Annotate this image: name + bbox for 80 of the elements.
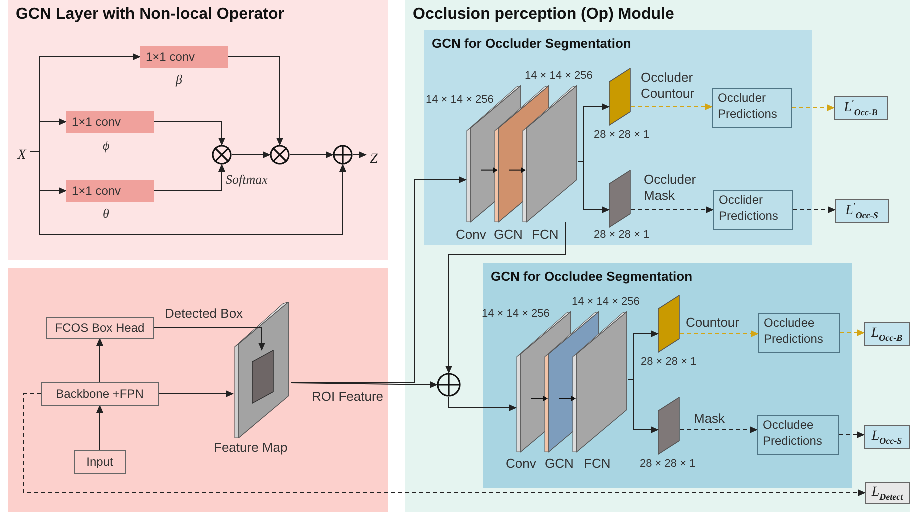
variable-label: X xyxy=(14,142,30,164)
size-label: 28 × 28 × 1 xyxy=(640,458,696,470)
arrow xyxy=(792,104,835,112)
layer-label: 14 × 14 × 256 xyxy=(525,70,593,82)
edge-label: Occluder Mask xyxy=(644,172,698,204)
loss-box: L$_{Detect}$ xyxy=(865,482,910,504)
panel-title: Occlusion perception (Op) Module xyxy=(413,6,674,24)
size-label: 28 × 28 × 1 xyxy=(594,129,650,141)
arrow xyxy=(630,104,713,110)
variable-label: β xyxy=(176,72,182,88)
arrow xyxy=(24,394,866,496)
mask-map xyxy=(609,68,631,126)
arrow xyxy=(448,396,517,412)
layer-label: GCN xyxy=(545,456,574,471)
variable-label: ϕ xyxy=(103,138,110,154)
prediction-box: Occludee Predictions xyxy=(758,313,840,353)
size-label: 28 × 28 × 1 xyxy=(594,229,650,241)
panel xyxy=(8,268,388,512)
layer-label: 14 × 14 × 256 xyxy=(482,308,550,320)
edge-label: Detected Box xyxy=(165,306,244,322)
mask-map xyxy=(658,295,680,353)
layer-label: 14 × 14 × 256 xyxy=(426,94,494,106)
panel-title: GCN for Occludee Segmentation xyxy=(491,269,693,284)
panel xyxy=(483,263,852,488)
size-label: 28 × 28 × 1 xyxy=(641,356,697,368)
panel-title: GCN for Occluder Segmentation xyxy=(432,36,632,51)
layer-label: GCN xyxy=(494,227,523,242)
panel xyxy=(8,0,388,260)
arrow xyxy=(446,222,566,374)
variable-label: θ xyxy=(103,206,110,222)
layer-label: Conv xyxy=(456,227,486,242)
arrow xyxy=(840,330,865,336)
process-box: Input xyxy=(74,450,126,474)
arrow xyxy=(232,152,271,158)
arrow xyxy=(96,405,104,450)
arrow xyxy=(680,426,758,434)
arrow xyxy=(352,152,367,158)
conv-block: 1×1 conv xyxy=(66,180,154,202)
arrow xyxy=(158,390,234,398)
variable-label: Z xyxy=(366,146,382,168)
arrow xyxy=(96,338,104,382)
layer-label: FCN xyxy=(584,456,611,471)
loss-box: L$_{Occ-B}$ xyxy=(864,322,910,346)
layer-label: 14 × 14 × 256 xyxy=(572,296,640,308)
function-label: Softmax xyxy=(226,172,268,188)
arrow xyxy=(154,164,226,192)
arrow xyxy=(290,152,334,158)
layer-stack-drawing xyxy=(466,86,578,222)
arrow xyxy=(792,206,836,214)
layer-label: FCN xyxy=(532,227,559,242)
arrow xyxy=(680,330,759,338)
conv-block: 1×1 conv xyxy=(140,46,228,68)
conv-block: 1×1 conv xyxy=(66,111,154,133)
arrow xyxy=(30,152,346,236)
process-box: Backbone +FPN xyxy=(41,382,159,406)
roi-region xyxy=(252,350,274,404)
panel xyxy=(405,0,910,512)
mask-map xyxy=(658,397,680,455)
arrow xyxy=(290,176,467,384)
prediction-box: Occludee Predictions xyxy=(757,415,839,455)
process-box: FCOS Box Head xyxy=(46,317,154,339)
mask-map xyxy=(609,170,631,228)
edge-label: Mask xyxy=(694,411,726,427)
arrow xyxy=(154,328,266,351)
layer-label: Conv xyxy=(506,456,536,471)
arrow xyxy=(154,122,226,146)
arrow xyxy=(838,432,865,438)
loss-box: L$_{Occ-S}$ xyxy=(864,425,910,449)
arrow xyxy=(578,162,610,214)
edge-label: Occluder Countour xyxy=(641,70,696,102)
panel-title: GCN Layer with Non-local Operator xyxy=(16,6,284,24)
arrow xyxy=(228,56,284,146)
prediction-box: Occluder Predictions xyxy=(712,88,792,128)
arrow xyxy=(630,206,714,214)
edge-label: Countour xyxy=(686,315,740,331)
arrow xyxy=(628,380,659,434)
edge-label: ROI Feature xyxy=(312,389,384,405)
prediction-box: Occlider Predictions xyxy=(713,190,793,230)
panel xyxy=(424,30,812,245)
node-label: Feature Map xyxy=(214,440,288,455)
